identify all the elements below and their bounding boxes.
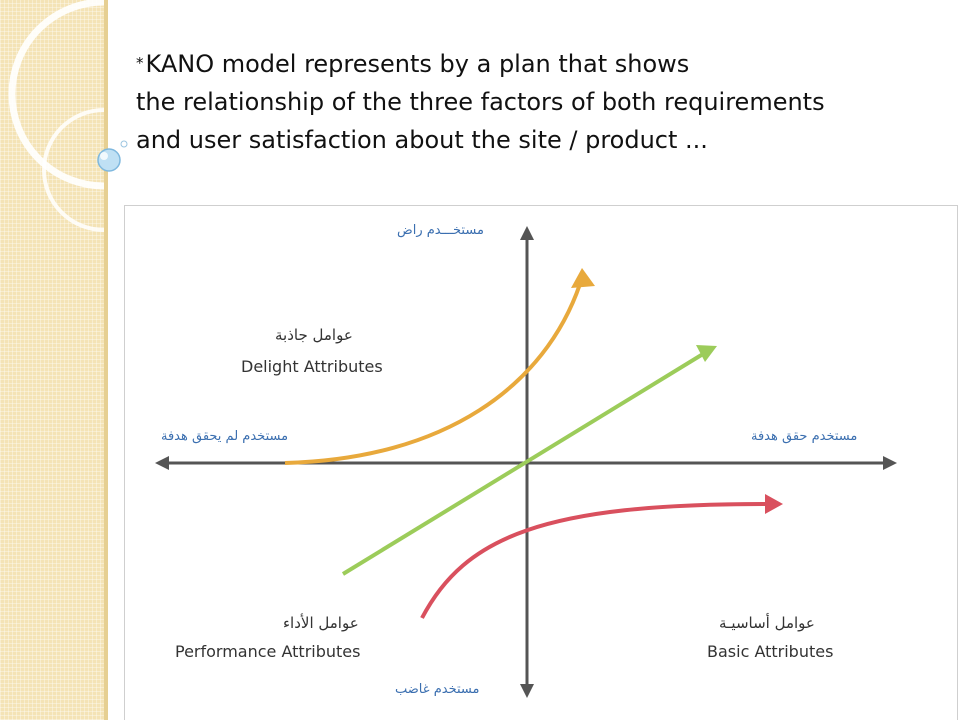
side-strip-edge — [104, 0, 108, 720]
decorative-bubble-small — [120, 140, 128, 148]
axis-arrow-up-icon — [520, 226, 534, 240]
performance-label-english: Performance Attributes — [175, 642, 361, 661]
delight-curve — [284, 268, 595, 465]
title-line-2: the relationship of the three factors of… — [136, 88, 825, 116]
performance-line — [341, 345, 717, 576]
performance-label-arabic: عوامل الأداء — [283, 614, 359, 632]
delight-label-arabic: عوامل جاذبة — [275, 326, 353, 344]
basic-label-arabic: عوامل أساسيـة — [719, 614, 815, 632]
axis-arrow-left-icon — [155, 456, 169, 470]
axis-label-left: مستخدم لم يحقق هدفة — [161, 429, 289, 444]
decorative-arc-small — [42, 108, 105, 232]
basic-label-english: Basic Attributes — [707, 642, 834, 661]
axis-label-right: مستخدم حقق هدفة — [751, 429, 858, 444]
performance-arrow-icon — [696, 345, 717, 362]
delight-label-english: Delight Attributes — [241, 357, 383, 376]
decorative-bubble-shine — [100, 152, 108, 160]
basic-arrow-icon — [765, 494, 783, 514]
title-marker: * — [136, 54, 144, 72]
title-line-1: *KANO model represents by a plan that sh… — [136, 50, 690, 78]
axis-label-bottom: مستخدم غاضب — [395, 682, 480, 697]
delight-arrow-icon — [571, 268, 595, 288]
kano-diagram: مستخـــدم راض مستخدم غاضب مستخدم لم يحقق… — [124, 205, 958, 720]
kano-diagram-canvas — [155, 226, 897, 698]
title-line-3: and user satisfaction about the site / p… — [136, 126, 708, 154]
decorative-circles — [8, 0, 128, 232]
axis-arrow-down-icon — [520, 684, 534, 698]
decorative-bubble-large — [97, 148, 121, 172]
axis-label-top: مستخـــدم راض — [397, 223, 484, 238]
axis-arrow-right-icon — [883, 456, 897, 470]
basic-curve — [420, 494, 783, 619]
decorative-arc-large — [8, 0, 105, 190]
slide-title: *KANO model represents by a plan that sh… — [136, 44, 936, 159]
